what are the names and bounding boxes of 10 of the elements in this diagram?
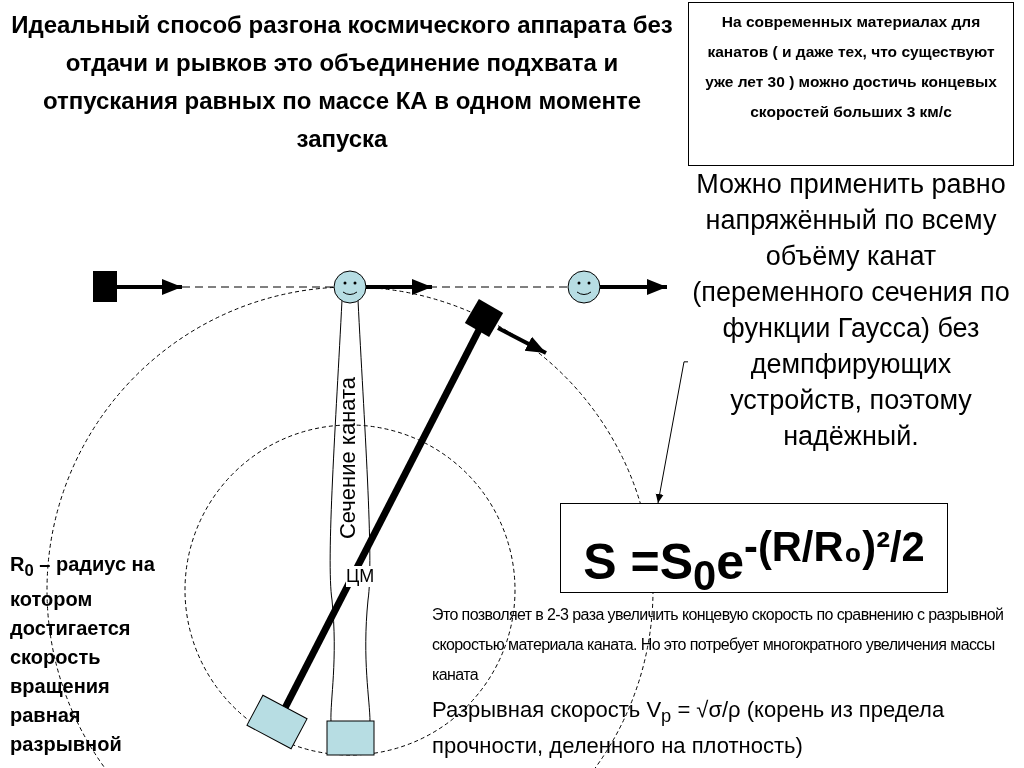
rope-label: Сечение каната (335, 375, 361, 542)
note-box: На современных материалах для канатов ( и даже тех, что существуют уже лет 30 ) можно достичь концевых скоростей больших 3 км/с (688, 2, 1014, 166)
center-of-mass-label: ЦМ (346, 566, 375, 587)
explanation-text: Это позволяет в 2-3 раза увеличить концевую скорость по сравнению с разрывной скоростью материала каната. Но это потребует многократного увеличения массы каната (432, 605, 1005, 685)
formula-note: Разрывная скорость V$_{p}$ = √σ/ρ (корень из предела прочности, деленного на плотность) (432, 696, 946, 761)
radius-note: R$_{0}$ – радиус на котором достигается скорость вращения равная разрывной (10, 552, 156, 757)
formula-box: S =S$_{0}$e$^{-(R/R₀)²/2}$ (560, 503, 948, 593)
note-text: Можно применить равно напряжённый по всему объёму канат (переменного сечения по функции Гаусса) без демпфирующих устройств, поэтому надёжный. (688, 166, 1014, 454)
title: Идеальный способ разгона космического аппарата без отдачи и рывков это объединение подхвата и отпускания равных по массе КА в одном моменте запуска (10, 10, 674, 154)
leader-line (655, 361, 689, 504)
